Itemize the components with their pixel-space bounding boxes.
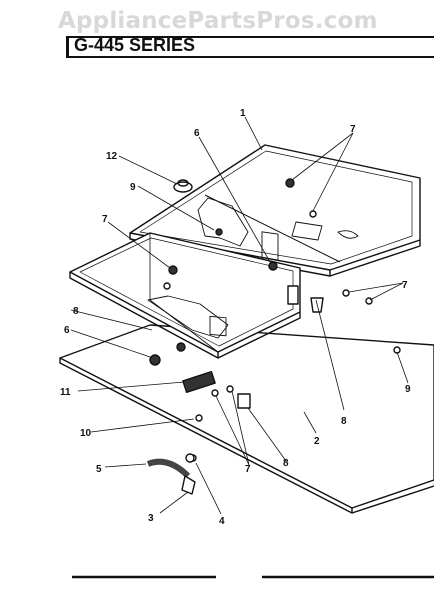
screw: [285, 178, 295, 188]
callout-7-d: 7: [245, 464, 251, 475]
callout-1: 1: [240, 108, 246, 119]
callout-7-b: 7: [102, 214, 108, 225]
callout-8-a: 8: [73, 306, 79, 317]
callout-7-a: 7: [350, 124, 356, 135]
callout-7-c: 7: [402, 280, 408, 291]
callout-6-b: 6: [64, 325, 70, 336]
callout-9-a: 9: [130, 182, 136, 193]
callout-8-c: 8: [283, 458, 289, 469]
callout-12: 12: [106, 151, 118, 162]
top-panel-left: [69, 232, 301, 353]
callout-9-b: 9: [405, 384, 411, 395]
callout-2: 2: [314, 436, 320, 447]
valve-8-a: [287, 285, 299, 305]
callout-8-b: 8: [341, 416, 347, 427]
series-title: G-445 SERIES: [74, 35, 196, 55]
header-frame: [66, 36, 434, 58]
watermark: AppliancePartsPros.com: [58, 8, 378, 34]
hose-5: [146, 458, 191, 479]
callout-11: 11: [60, 387, 71, 398]
callout-3: 3: [148, 513, 154, 524]
terminal-block-11: [182, 370, 216, 394]
callout-6-a: 6: [194, 128, 200, 139]
callout-4: 4: [219, 516, 225, 527]
callout-10: 10: [80, 428, 92, 439]
top-panel-right: [129, 144, 421, 271]
base-plate: [59, 324, 434, 509]
callout-5: 5: [96, 464, 102, 475]
